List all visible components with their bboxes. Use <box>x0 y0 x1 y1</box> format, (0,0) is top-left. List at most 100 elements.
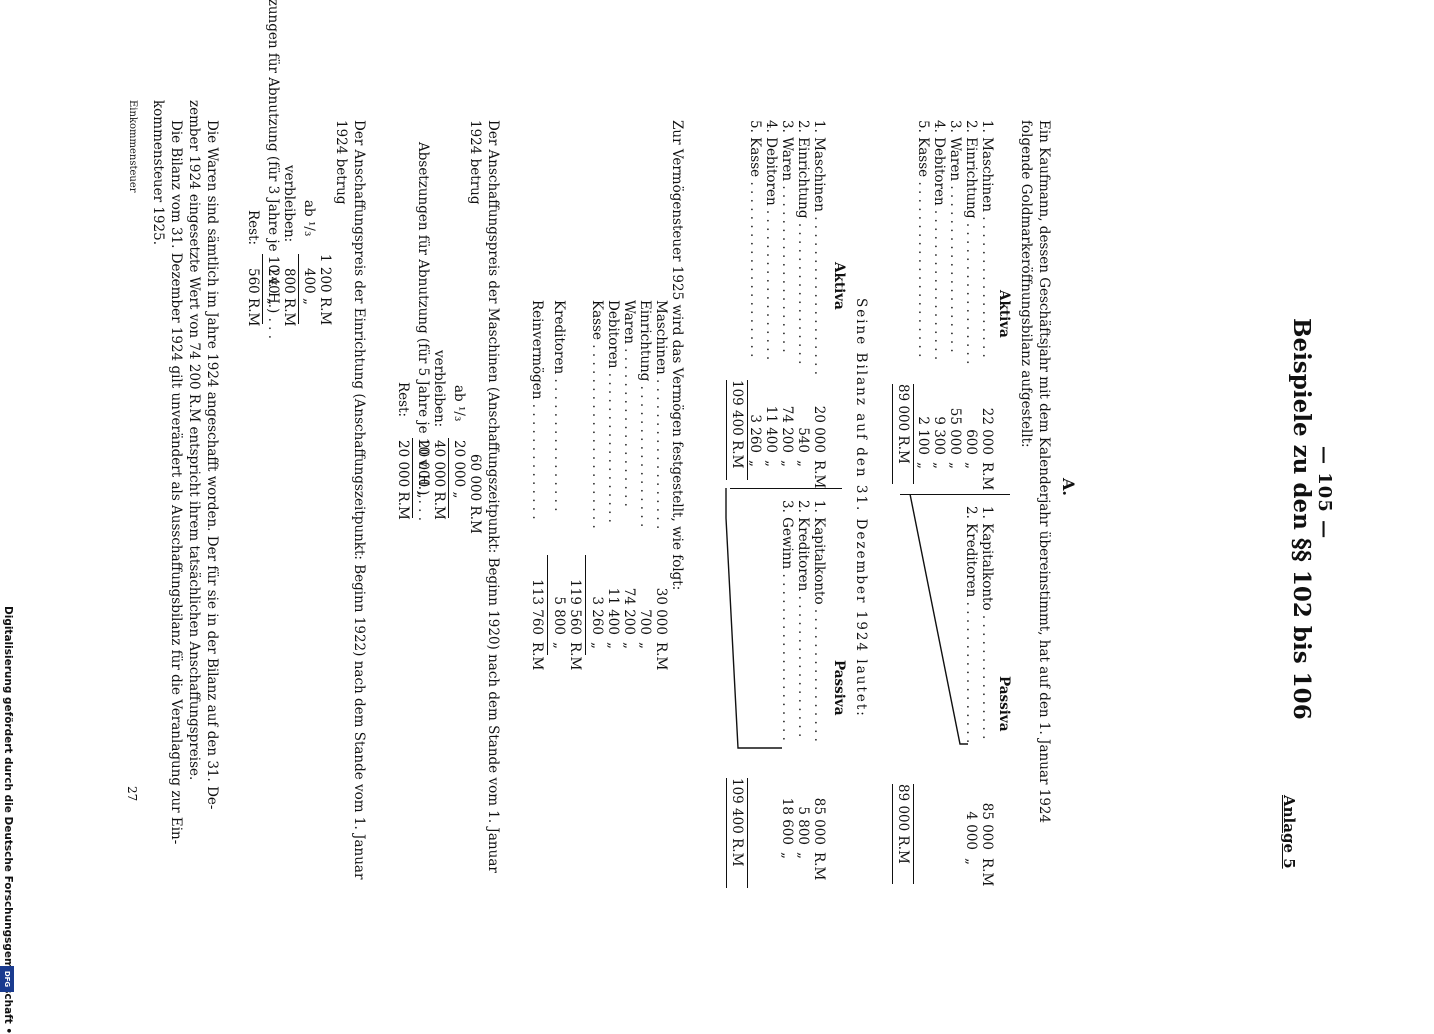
list-item: Einrichtung . . . . . . . . . . . . . . … <box>637 300 653 528</box>
vermoegen-value: 74 200 <box>621 587 637 635</box>
balance2-aktiva-value: 74 200 <box>779 405 795 453</box>
balance2-passiva-value: 5 800 <box>795 806 811 845</box>
bilanz-paragraph-line-1: Die Bilanz vom 31. Dezember 1924 gilt un… <box>168 120 184 845</box>
maschinen-rule <box>448 438 449 518</box>
einrichtung-abs-value: 240 „ <box>265 268 281 306</box>
vermoegen-rein-unit: R.M <box>529 642 545 671</box>
balance2-aktiva-rule <box>747 380 748 480</box>
balance1-aktiva-unit: „ <box>947 462 963 469</box>
balance1-aktiva-value: 55 000 <box>947 407 963 455</box>
balance1-passiva-unit: R.M <box>979 858 995 887</box>
footer-right: 27 <box>125 786 139 802</box>
vermoegen-value: 11 400 <box>605 587 621 635</box>
balance2-passiva-header: Passiva <box>831 660 847 716</box>
balance1-aktiva-header: Aktiva <box>996 290 1012 338</box>
vermoegen-value: 3 260 <box>589 596 605 635</box>
list-item: 1. Kapitalkonto . . . . . . . . . . . . … <box>979 506 995 740</box>
balance2-closing-line <box>725 488 782 749</box>
balance1-aktiva-value: 22 000 <box>979 407 995 455</box>
list-item: Waren . . . . . . . . . . . . . . . . . … <box>621 300 637 507</box>
balance2-passiva-value: 85 000 <box>811 797 827 845</box>
list-item: 3. Waren . . . . . . . . . . . . . . . .… <box>947 120 963 353</box>
balance2-aktiva-unit: R.M <box>811 460 827 489</box>
einrichtung-line-2: 1924 betrug <box>333 120 349 205</box>
balance1-passiva-total: 89 000 R.M <box>895 784 911 864</box>
einrichtung-rest-value: 560 R.M <box>245 268 261 327</box>
list-item: 2. Kreditoren . . . . . . . . . . . . . … <box>795 500 811 738</box>
balance1-passiva-rule <box>913 784 914 884</box>
list-item: Maschinen . . . . . . . . . . . . . . . … <box>653 300 669 530</box>
einrichtung-verbleiben-value: 800 R.M <box>281 268 297 327</box>
vermoegen-unit: R.M <box>653 642 669 671</box>
balance2-aktiva-unit: „ <box>795 460 811 467</box>
list-item: 5. Kasse . . . . . . . . . . . . . . . .… <box>747 120 763 358</box>
intro-line-2: folgende Goldmarkeröffnungsbilanz aufges… <box>1018 120 1034 448</box>
balance1-aktiva-total: 89 000 R.M <box>895 384 911 464</box>
list-item: 1. Kapitalkonto . . . . . . . . . . . . … <box>811 500 827 742</box>
list-item: 1. Maschinen . . . . . . . . . . . . . .… <box>811 120 827 376</box>
bilanz-paragraph-line-2: kommensteuer 1925. <box>150 100 166 246</box>
balance1-passiva-double-rule <box>892 784 893 884</box>
vermoegen-rule-2 <box>547 555 548 655</box>
vermoegen-kreditoren-value: 5 800 <box>551 596 567 635</box>
list-item: 4. Debitoren . . . . . . . . . . . . . .… <box>931 120 947 361</box>
balance2-aktiva-value: 20 000 <box>811 405 827 453</box>
vermoegen-unit: „ <box>589 642 605 649</box>
balance1-aktiva-rule <box>913 384 914 484</box>
list-item: 2. Einrichtung . . . . . . . . . . . . .… <box>963 120 979 365</box>
balance1-aktiva-value: 2 100 <box>915 416 931 455</box>
maschinen-rest-value: 20 000 R.M <box>395 440 411 520</box>
maschinen-rest-label: Rest: <box>395 382 411 418</box>
list-item: 5. Kasse . . . . . . . . . . . . . . . .… <box>915 120 931 358</box>
list-item: 3. Waren . . . . . . . . . . . . . . . .… <box>779 120 795 353</box>
balance1-aktiva-double-rule <box>892 384 893 484</box>
balance2-aktiva-value: 3 260 <box>747 414 763 453</box>
maschinen-verbleiben-value: 40 000 R.M <box>431 440 447 520</box>
footer-left: Einkommensteuer <box>127 100 138 193</box>
vermoegen-subtotal-unit: R.M <box>567 642 583 671</box>
balance2-aktiva-total: 109 400 R.M <box>729 380 745 469</box>
document-page: — 105 — Anlage 5 Beispiele zu den §§ 102… <box>125 0 1335 888</box>
einrichtung-ab-value: 400 „ <box>301 268 317 306</box>
maschinen-abs-value: 20 000 „ <box>415 440 431 499</box>
balance2-aktiva-value: 11 400 <box>763 405 779 453</box>
vermoegen-value: 700 <box>637 609 653 635</box>
balance2-aktiva-value: 540 <box>795 427 811 453</box>
balance1-aktiva-unit: „ <box>915 462 931 469</box>
list-item: Debitoren . . . . . . . . . . . . . . . … <box>605 300 621 523</box>
einrichtung-verbleiben-label: verbleiben: <box>281 165 297 243</box>
maschinen-rule-2 <box>412 438 413 518</box>
vermoegen-rein-value: 113 760 <box>529 579 545 635</box>
balance1-aktiva-value: 600 <box>963 429 979 455</box>
page-title: Beispiele zu den §§ 102 bis 106 <box>1288 318 1315 720</box>
vermoegen-rein: Reinvermögen . . . . . . . . . . . . . . <box>529 300 545 520</box>
vermoegen-unit: „ <box>637 642 653 649</box>
einrichtung-value-1: 1 200 R.M <box>317 254 333 326</box>
balance2-passiva-unit: „ <box>795 852 811 859</box>
balance1-aktiva-unit: „ <box>963 462 979 469</box>
einrichtung-rule <box>298 254 299 324</box>
balance1-passiva-value: 85 000 <box>979 802 995 850</box>
vermoegen-kreditoren: Kreditoren . . . . . . . . . . . . . . .… <box>551 300 567 512</box>
vermoegen-unit: „ <box>621 642 637 649</box>
balance2-passiva-total: 109 400 R.M <box>729 778 745 867</box>
balance2-passiva-double-rule <box>726 778 727 888</box>
section-label: A. <box>1059 478 1078 496</box>
balance2-passiva-value: 18 600 <box>779 797 795 845</box>
maschinen-line-2: 1924 betrug <box>467 120 483 205</box>
annex-label: Anlage 5 <box>1280 795 1298 869</box>
maschinen-verbleiben-label: verbleiben: <box>431 350 447 428</box>
maschinen-value-1: 60 000 R.M <box>467 454 483 534</box>
maschinen-ab-label: ab ¹/₃ <box>451 385 467 422</box>
balance2-passiva-rule <box>747 778 748 888</box>
balance2-aktiva-unit: „ <box>779 460 795 467</box>
balance1-aktiva-value: 9 300 <box>931 416 947 455</box>
einrichtung-rest-label: Rest: <box>245 210 261 246</box>
vermoegen-intro: Zur Vermögensteuer 1925 wird das Vermöge… <box>669 120 685 591</box>
balance1-passiva-header: Passiva <box>996 676 1012 732</box>
balance2-passiva-unit: R.M <box>811 852 827 881</box>
einrichtung-rule-2 <box>262 254 263 324</box>
vermoegen-rule <box>585 555 586 655</box>
balance2-passiva-unit: „ <box>779 852 795 859</box>
vermoegen-unit: „ <box>605 642 621 649</box>
